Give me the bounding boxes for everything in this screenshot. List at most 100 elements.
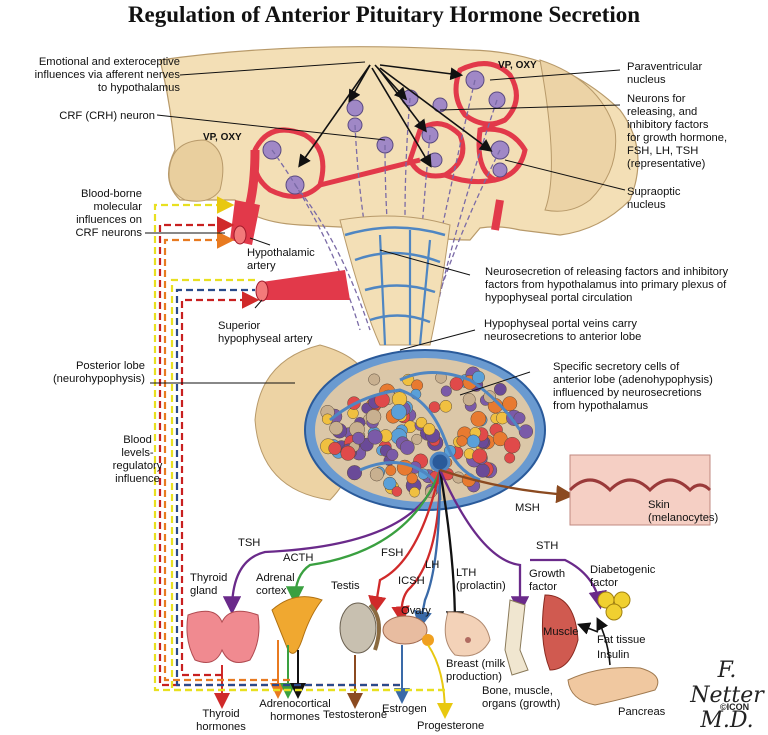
- label-sth: STH: [536, 540, 559, 552]
- label-supraoptic-nucleus: Supraoptic nucleus: [627, 186, 681, 211]
- hypothalamic-artery: [230, 200, 260, 245]
- label-lh: LH: [425, 559, 440, 571]
- label-vp-oxy-left: VP, OXY: [203, 132, 242, 143]
- secretory-cell: [415, 416, 428, 429]
- label-secretory-cells: Specific secretory cells of anterior lob…: [553, 361, 713, 412]
- secretory-cell: [503, 436, 521, 454]
- label-skin: Skin (melanocytes): [648, 499, 719, 524]
- secretory-cell: [352, 431, 365, 445]
- label-testosterone: Testosterone: [323, 709, 388, 721]
- secretory-cell: [329, 421, 344, 436]
- secretory-cell: [368, 373, 381, 386]
- acth-arrow: [285, 469, 442, 605]
- label-estrogen: Estrogen: [382, 703, 427, 715]
- secretory-cell: [340, 445, 356, 461]
- label-muscle: Muscle: [543, 626, 579, 638]
- secretory-cell: [462, 393, 476, 406]
- secretory-cell: [472, 448, 488, 464]
- label-adrenocortical-hormones: Adrenocortical hormones: [259, 698, 331, 723]
- label-blood-borne-influences: Blood-borne molecular influences on CRF …: [75, 188, 142, 239]
- label-fat-tissue: Fat tissue: [597, 634, 646, 646]
- page-title: Regulation of Anterior Pituitary Hormone…: [127, 2, 641, 27]
- label-neurosecretion: Neurosecretion of releasing factors and …: [485, 266, 729, 304]
- afferent-nerve-arrows: [298, 64, 493, 168]
- label-pancreas: Pancreas: [618, 706, 666, 718]
- portal-plexus: [339, 215, 451, 346]
- label-testis: Testis: [331, 580, 360, 592]
- secretory-cells: [320, 366, 534, 499]
- lobe-portal-vessels: [329, 371, 522, 501]
- testis: [339, 602, 381, 654]
- secretory-cell: [385, 464, 397, 476]
- secretory-cell: [449, 377, 464, 391]
- secretory-cell: [504, 452, 516, 464]
- artist-signature: F. Netter M.D.: [690, 658, 764, 733]
- label-superior-hypophyseal-artery: Superior hypophyseal artery: [218, 320, 313, 345]
- label-thyroid-hormones: Thyroid hormones: [196, 708, 246, 733]
- secretory-cell: [513, 412, 526, 424]
- label-fsh: FSH: [381, 547, 404, 559]
- secretory-cell: [440, 385, 452, 397]
- label-acth: ACTH: [283, 552, 314, 564]
- secretory-cell: [399, 440, 415, 455]
- leader-lines: [145, 61, 626, 396]
- label-msh: MSH: [515, 502, 540, 514]
- sth-arrow: [438, 469, 530, 615]
- secretory-cell: [456, 435, 468, 447]
- hormone-arrows: [222, 468, 607, 630]
- secretory-cell: [369, 467, 384, 482]
- label-releasing-neurons: Neurons for releasing, and inhibitory fa…: [627, 93, 728, 170]
- secretory-cell: [386, 448, 399, 461]
- secretory-cell: [391, 486, 403, 497]
- lh-arrow: [413, 469, 442, 630]
- label-lth: LTH (prolactin): [456, 567, 506, 592]
- label-hypothalamic-artery: Hypothalamic artery: [247, 247, 315, 272]
- label-adrenal-cortex: Adrenal cortex: [256, 572, 295, 597]
- secretory-cell: [406, 472, 418, 484]
- thyroid-gland: [186, 610, 260, 663]
- secretory-cell: [411, 433, 423, 445]
- label-ovary: Ovary: [401, 605, 431, 617]
- secretory-cell: [365, 409, 382, 425]
- label-diabetogenic-factor: Diabetogenic factor: [590, 564, 656, 589]
- secretory-cell: [383, 476, 397, 491]
- label-blood-levels: Blood levels- regulatory influence: [112, 434, 163, 485]
- label-paraventricular-nucleus: Paraventricular nucleus: [627, 61, 703, 86]
- secretory-cell: [346, 465, 363, 481]
- label-progesterone: Progesterone: [417, 720, 485, 732]
- secretory-cell: [423, 423, 436, 436]
- fsh-arrow: [368, 469, 442, 615]
- bone: [504, 599, 529, 676]
- label-emotional-influences: Emotional and exteroceptive influences v…: [34, 56, 180, 94]
- feedback-loops: [153, 196, 445, 692]
- secretory-cell: [390, 403, 407, 420]
- secretory-cell: [518, 424, 534, 439]
- breast: [444, 611, 491, 657]
- secretory-cell: [472, 370, 485, 384]
- secretory-cell: [328, 441, 342, 455]
- secretory-cell: [367, 429, 383, 445]
- label-posterior-lobe: Posterior lobe (neurohypophysis): [52, 360, 145, 385]
- msh-arrow: [439, 468, 575, 504]
- secretory-cell: [493, 382, 507, 396]
- label-tsh: TSH: [238, 537, 261, 549]
- skin-section: [568, 454, 712, 526]
- muscle: [541, 594, 579, 671]
- label-breast: Breast (milk production): [446, 658, 506, 683]
- secretory-cell: [409, 486, 420, 498]
- adrenal-cortex: [271, 596, 323, 654]
- pancreas: [567, 667, 659, 706]
- label-portal-veins: Hypophyseal portal veins carry neurosecr…: [484, 318, 642, 343]
- label-thyroid-gland: Thyroid gland: [190, 572, 228, 597]
- insulin-arrows: [577, 617, 611, 666]
- label-icsh: ICSH: [398, 575, 425, 587]
- label-insulin: Insulin: [597, 649, 630, 661]
- label-vp-oxy-right: VP, OXY: [498, 60, 537, 71]
- lth-arrow: [438, 469, 465, 630]
- label-growth-factor: Growth factor: [529, 568, 566, 593]
- label-crf-neuron: CRF (CRH) neuron: [59, 110, 155, 122]
- fat-tissue: [597, 591, 631, 621]
- secretory-cell: [466, 434, 481, 449]
- label-bone-muscle-organs: Bone, muscle, organs (growth): [482, 685, 561, 710]
